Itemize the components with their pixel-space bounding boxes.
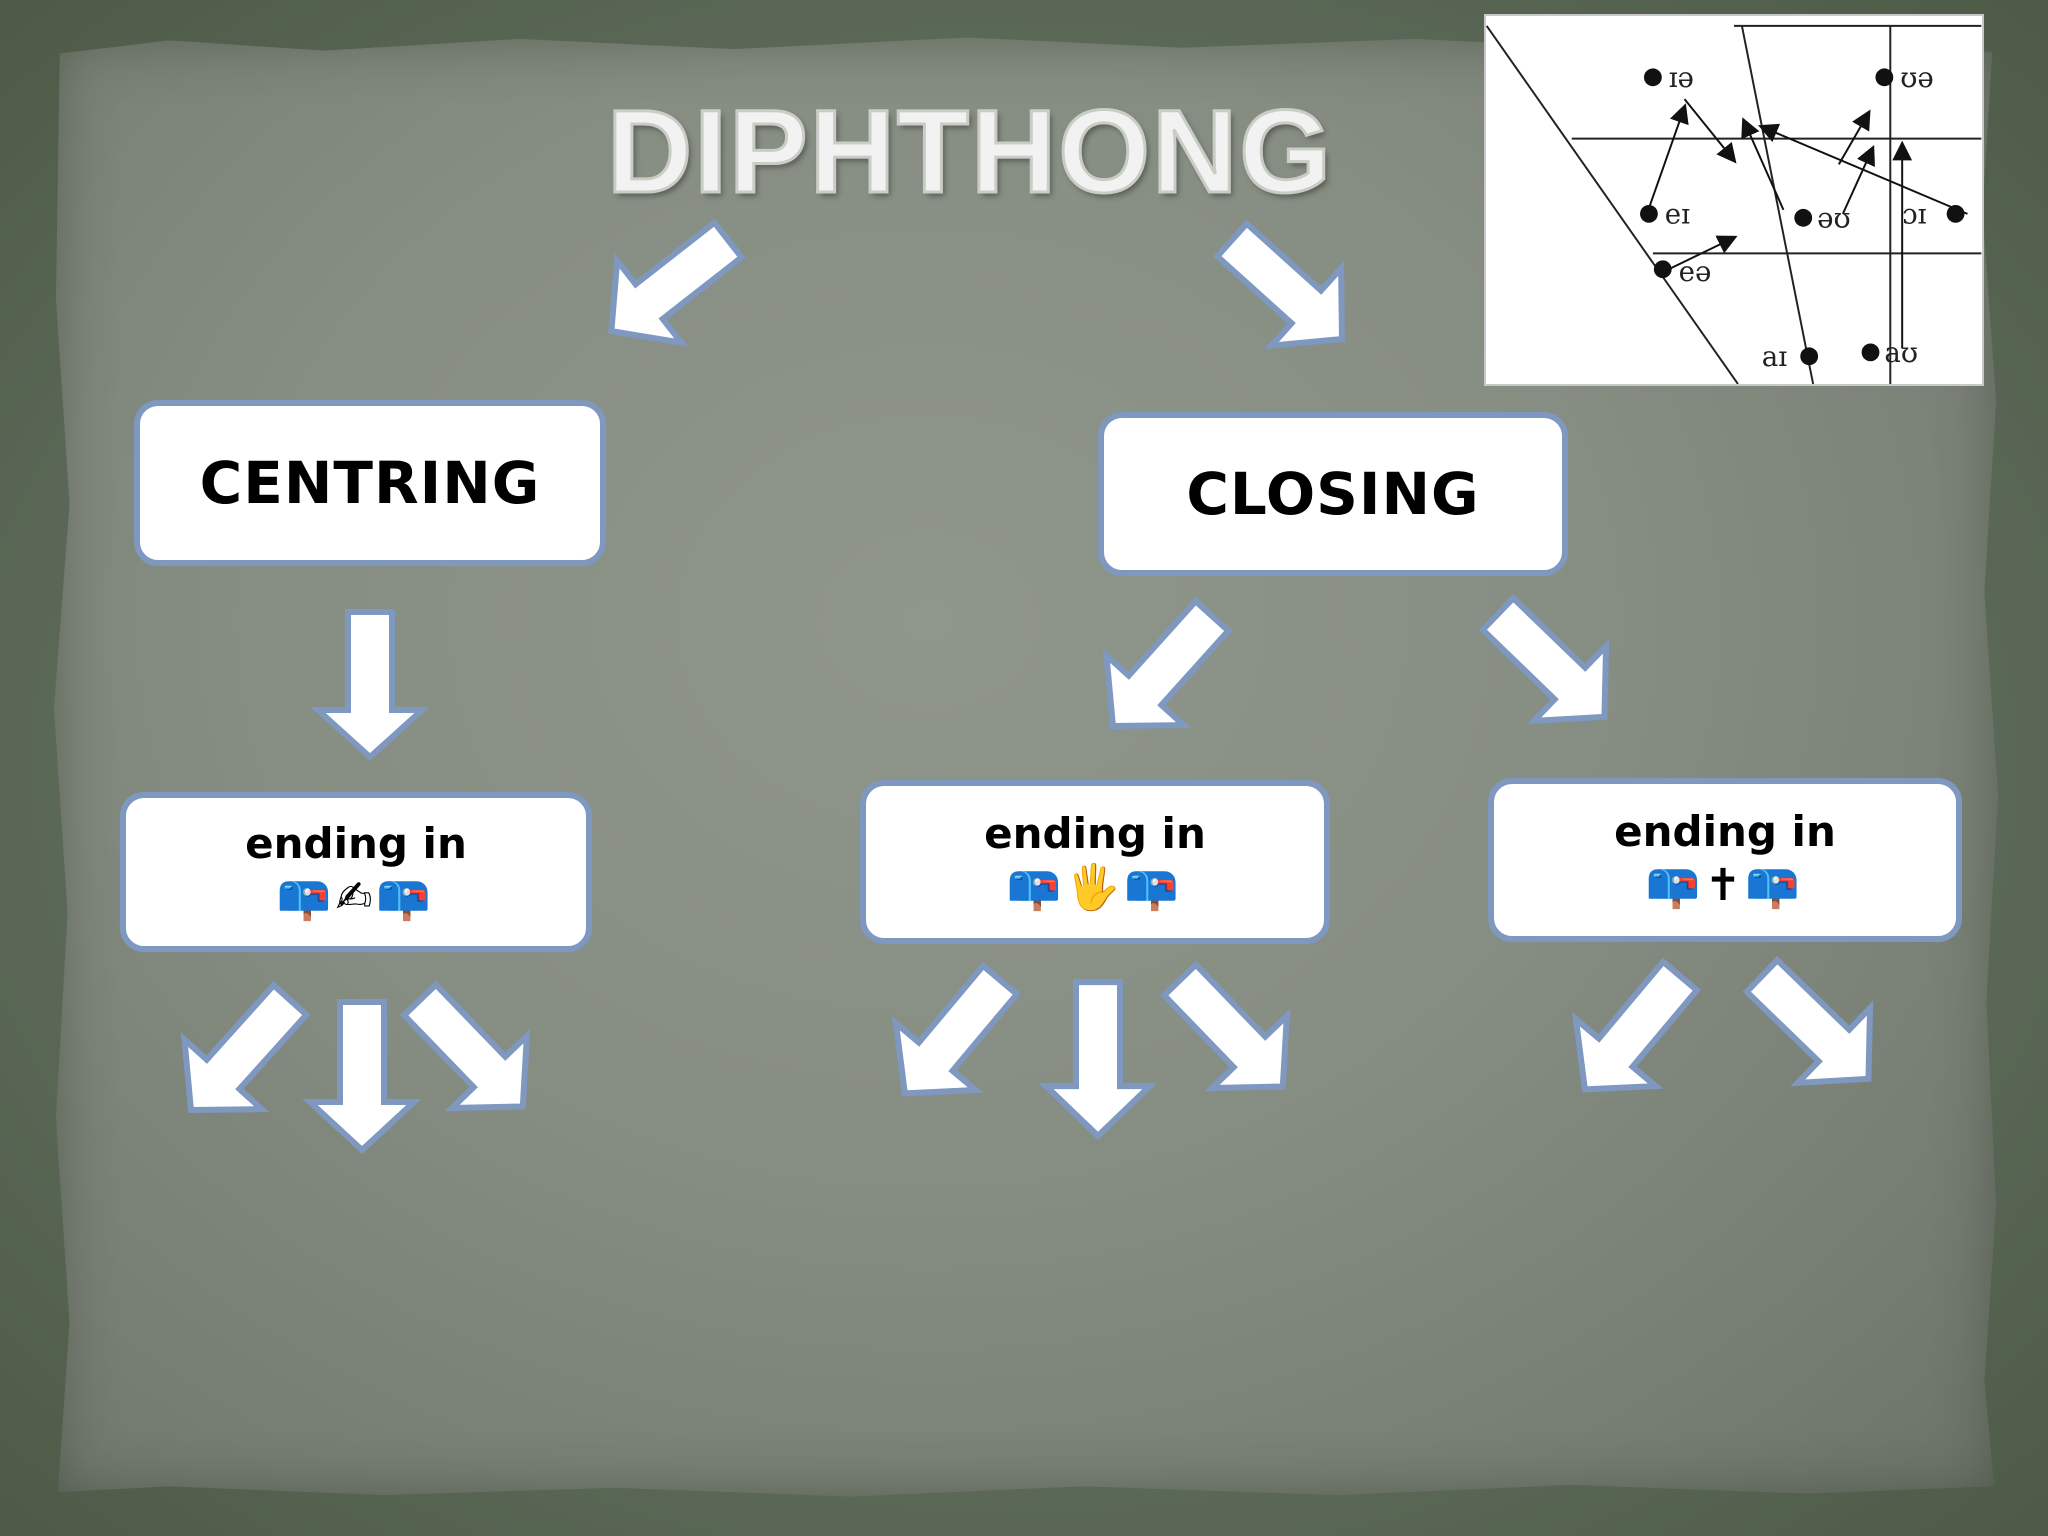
ending-box-closing-right: ending in 📪✝📪: [1488, 778, 1962, 942]
arrow-centring-to-ending: [318, 612, 422, 757]
arrow-ending2-right: [1143, 944, 1321, 1123]
vowel-quadrilateral: ɪə ʊə eɪ əʊ ɔɪ eə aɪ aʊ: [1486, 24, 1982, 384]
ending-label: ending in: [1614, 807, 1836, 856]
arrow-title-to-closing: [1197, 201, 1377, 377]
vowel-chart-image: ɪə ʊə eɪ əʊ ɔɪ eə aɪ aʊ: [1484, 14, 1984, 386]
arrow-closing-to-ending-right: [1462, 577, 1641, 755]
arrow-ending2-down: [1046, 982, 1150, 1136]
arrow-ending2-left: [865, 947, 1040, 1127]
ipa-label: eə: [1679, 255, 1712, 288]
centring-label: CENTRING: [199, 449, 541, 517]
arrow-ending1-left: [152, 965, 328, 1145]
ending-symbols: 📪✍📪: [276, 872, 436, 923]
glide-arrows: [1646, 98, 1968, 349]
ending-symbols: 📪✝📪: [1645, 860, 1805, 911]
ending-box-centring: ending in 📪✍📪: [120, 792, 592, 952]
ending-symbols: 📪🖐📪: [1006, 862, 1184, 913]
ending-label: ending in: [245, 819, 467, 868]
ipa-label: ɔɪ: [1902, 198, 1927, 231]
page-title: DIPHTHONG: [606, 85, 1333, 220]
arrow-ending1-down: [310, 1002, 414, 1150]
ipa-label: aɪ: [1762, 340, 1788, 373]
arrow-title-to-centring: [579, 199, 760, 372]
centring-box: CENTRING: [134, 400, 606, 566]
ipa-label: aʊ: [1884, 336, 1918, 369]
arrow-ending3-left: [1545, 943, 1720, 1123]
ipa-label: ʊə: [1900, 61, 1934, 94]
closing-label: CLOSING: [1186, 460, 1480, 528]
ending-box-closing-left: ending in 📪🖐📪: [860, 780, 1330, 944]
arrow-closing-to-ending-left: [1074, 581, 1250, 761]
closing-box: CLOSING: [1098, 412, 1568, 576]
ending-label: ending in: [984, 809, 1206, 858]
ipa-label: eɪ: [1665, 198, 1690, 231]
vowel-dots: [1640, 68, 1965, 366]
arrow-ending1-right: [383, 964, 561, 1143]
arrow-ending3-right: [1726, 939, 1905, 1117]
ipa-label: ɪə: [1669, 61, 1694, 94]
ipa-label: əʊ: [1817, 202, 1851, 235]
